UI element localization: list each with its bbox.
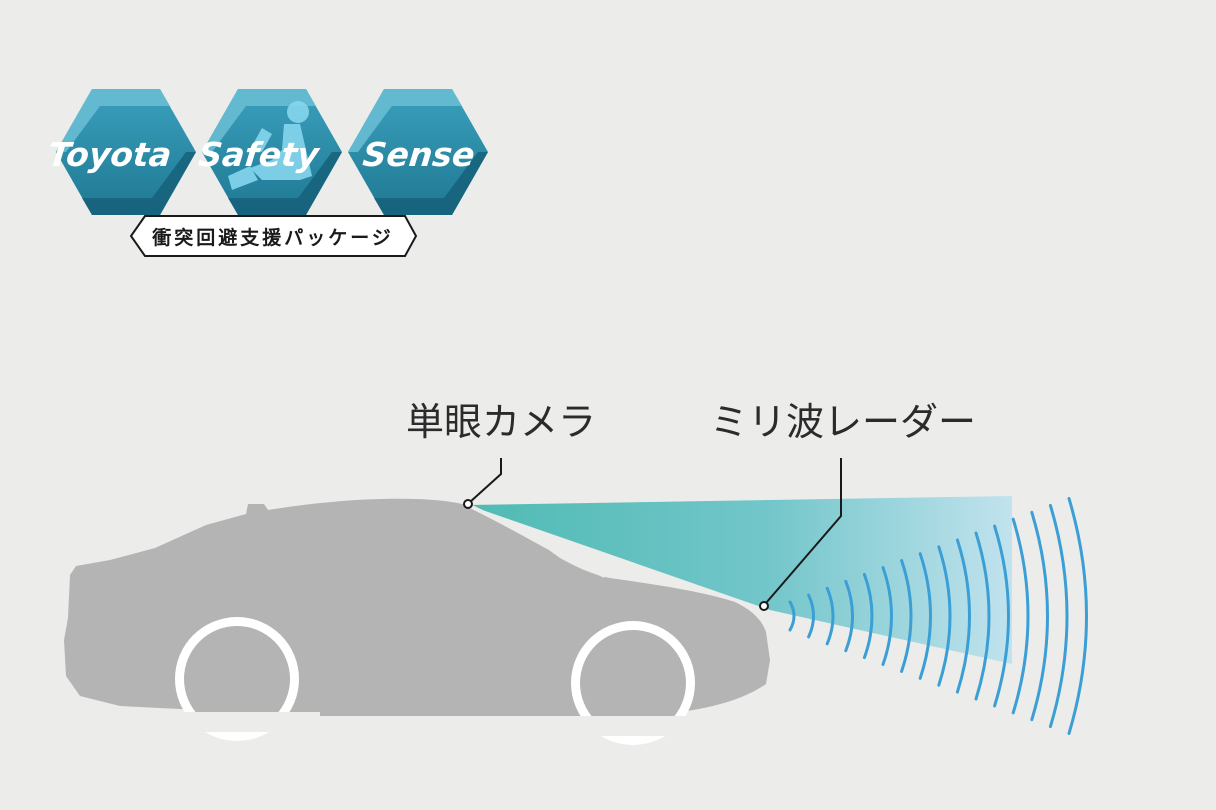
radar-wave-arc (862, 572, 874, 660)
hex-badge-safety: Safety (197, 89, 342, 215)
radar-wave-arc (993, 524, 1010, 708)
toyota-safety-sense-logo: 衝突回避支援パッケージ Toyota Safety (46, 89, 488, 257)
camera-label: 単眼カメラ (406, 400, 596, 444)
camera-marker (463, 499, 473, 509)
radar-wave-arc (1011, 517, 1030, 715)
radar-wave-arc (937, 545, 952, 687)
tagline-banner: 衝突回避支援パッケージ (129, 215, 418, 257)
radar-wave-arc (1067, 497, 1088, 735)
radar-callout: ミリ波レーダー (710, 400, 976, 611)
radar-wave-arc (955, 538, 971, 694)
radar-wave-arc (918, 552, 932, 680)
logo-word-sense: Sense (361, 135, 477, 174)
radar-wave-arc (1048, 503, 1069, 729)
radar-wave-arc (844, 579, 854, 653)
radar-wave-arc (788, 600, 796, 632)
radar-label: ミリ波レーダー (710, 400, 976, 444)
camera-detection-beam (468, 496, 1012, 664)
radar-wave-arc (1030, 510, 1049, 722)
hex-badge-toyota: Toyota (46, 89, 196, 215)
front-wheel (580, 630, 686, 736)
logo-word-safety: Safety (197, 135, 323, 174)
tagline-text: 衝突回避支援パッケージ (151, 226, 394, 249)
radar-wave-arc (974, 531, 991, 701)
radar-wave-arc (807, 593, 815, 639)
logo-word-toyota: Toyota (46, 135, 173, 174)
radar-waves (788, 497, 1088, 735)
radar-marker (759, 601, 769, 611)
radar-wave-arc (881, 566, 893, 666)
camera-callout: 単眼カメラ (406, 400, 596, 509)
radar-wave-arc (900, 559, 913, 673)
driver-figure-icon (228, 101, 312, 190)
rear-wheel (184, 626, 290, 732)
hex-badge-sense: Sense (348, 89, 488, 215)
car-silhouette (64, 498, 770, 745)
radar-wave-arc (825, 586, 835, 646)
